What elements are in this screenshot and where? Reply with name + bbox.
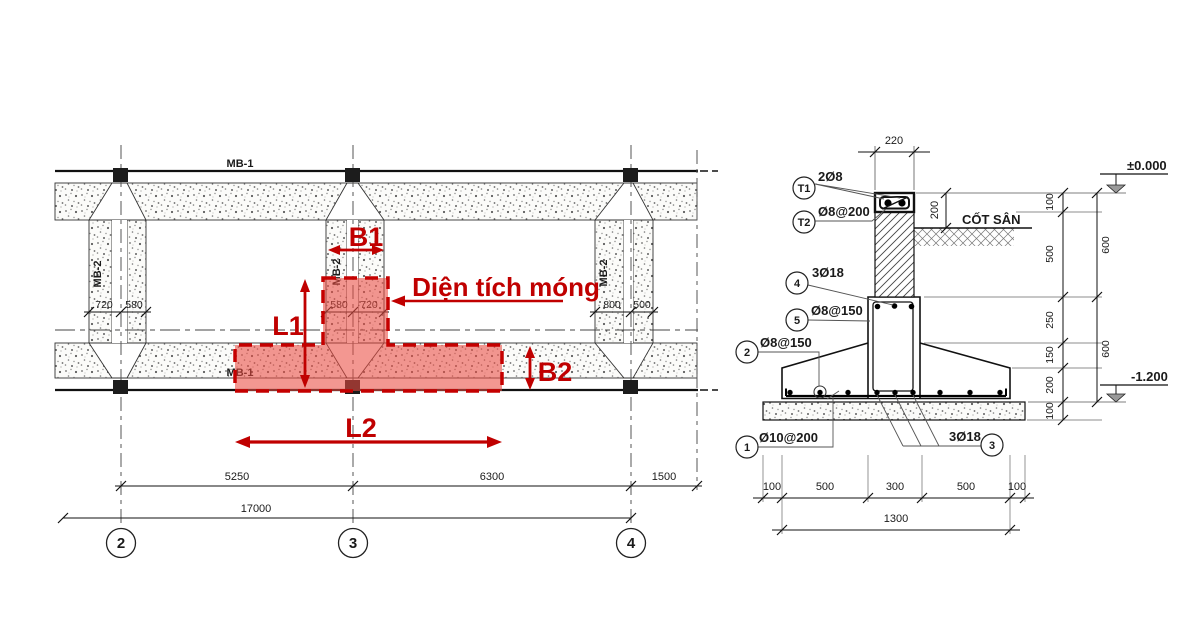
right-dim-chains: 100 500 250 150 200 100 600 600 (924, 187, 1112, 426)
dim-span-1500: 1500 (652, 471, 676, 483)
label-o8-150-bottom: Ø8@150 (760, 335, 812, 350)
bubble-t1: T1 (798, 183, 811, 195)
plan-strip-label-3: MB-2 (598, 260, 610, 287)
dim-220-text: 220 (885, 135, 903, 147)
b2-arrow (525, 346, 535, 390)
bubble-4: 4 (794, 278, 801, 290)
bubble-2: 2 (744, 347, 750, 359)
red-annotations: B1 L1 Diện tích móng B2 L2 (235, 222, 600, 448)
grid-bubble-4: 4 (627, 535, 636, 552)
rebar-callout-ring (813, 385, 827, 399)
dim-r-200: 200 (1044, 376, 1056, 394)
dim-580-g2: 580 (125, 299, 143, 311)
level-top-text: ±0.000 (1127, 158, 1167, 173)
dim-r-150: 150 (1044, 346, 1056, 364)
annotation-area-label: Diện tích móng (412, 272, 600, 302)
grid-bubble-3: 3 (349, 535, 357, 552)
l1-arrow (300, 279, 310, 388)
dim-b-500b: 500 (957, 481, 975, 493)
bubble-3: 3 (989, 440, 995, 452)
dim-r-100a: 100 (1044, 193, 1056, 211)
dim-total-17000: 17000 (241, 503, 272, 515)
dim-span-6300: 6300 (480, 471, 504, 483)
grid-bubble-2: 2 (117, 535, 125, 552)
dim-720-g2: 720 (95, 299, 113, 311)
section-bottom-dims: 100 500 300 500 100 1300 (753, 455, 1034, 536)
dim-r-600b: 600 (1100, 340, 1112, 358)
label-o8-200: Ø8@200 (818, 204, 870, 219)
pedestal-outline (867, 296, 921, 398)
dim-r-500: 500 (1044, 245, 1056, 263)
ground-label: CỐT SÂN (962, 212, 1021, 227)
annotation-l1: L1 (272, 311, 304, 341)
dim-b-100b: 100 (1008, 481, 1026, 493)
dim-r-100b: 100 (1044, 402, 1056, 420)
pedestal-rebar-dots (874, 303, 915, 310)
label-o10-200: Ø10@200 (759, 430, 818, 445)
dim-depth-200: 200 (929, 187, 952, 234)
callout-leaders (758, 183, 981, 448)
plan-span-dimensions: 5250 6300 1500 17000 (57, 471, 703, 524)
ground-hatch (914, 228, 1014, 246)
lean-concrete (762, 401, 1026, 421)
dim-b-1300: 1300 (884, 513, 908, 525)
red-area-overlay (233, 276, 504, 393)
b1-arrow (328, 245, 384, 255)
grid-bubbles: 2 3 4 (105, 527, 647, 559)
level-marker-top: ±0.000 (1100, 158, 1168, 194)
bubble-5: 5 (794, 315, 800, 327)
wall-line-extensions (700, 170, 718, 391)
label-2o8: 2Ø8 (818, 169, 843, 184)
dim-500-g4: 500 (633, 299, 651, 311)
footing-bottom-rebar (785, 385, 1007, 399)
dim-b-300: 300 (886, 481, 904, 493)
dim-b-100a: 100 (763, 481, 781, 493)
dim-200-text: 200 (929, 201, 941, 219)
dim-top-220: 220 (858, 135, 930, 190)
level-bottom-text: -1.200 (1131, 369, 1168, 384)
grid-center-lines (120, 145, 698, 528)
area-arrow (391, 295, 563, 307)
bubble-t2: T2 (798, 217, 811, 229)
label-o8-150-pedestal: Ø8@150 (811, 303, 863, 318)
plan-strip-label-1: MB-2 (92, 261, 104, 288)
annotation-b1: B1 (349, 222, 384, 252)
section-view: T1 2Ø8 T2 Ø8@200 4 3Ø18 5 Ø8@150 2 Ø8@15… (735, 135, 1168, 536)
tie-beam (873, 191, 916, 214)
annotation-l2: L2 (345, 413, 377, 443)
bubble-1: 1 (744, 442, 750, 454)
label-3o18-bottom: 3Ø18 (949, 429, 981, 444)
dim-b-500a: 500 (816, 481, 834, 493)
dim-span-5250: 5250 (225, 471, 249, 483)
annotation-b2: B2 (538, 357, 573, 387)
level-marker-bottom: -1.200 (1100, 369, 1168, 403)
l2-arrow (235, 436, 502, 448)
wall-hatched (874, 211, 915, 298)
plan-view: MB-1 MB-1 MB-2 MB-2 MB-2 720 580 580 720… (54, 145, 718, 559)
label-3o18-top: 3Ø18 (812, 265, 844, 280)
plan-beam-label-top: MB-1 (227, 158, 254, 170)
dim-800-g4: 800 (603, 299, 621, 311)
callouts: T1 2Ø8 T2 Ø8@200 4 3Ø18 5 Ø8@150 2 Ø8@15… (735, 169, 1004, 459)
dim-r-250: 250 (1044, 311, 1056, 329)
dim-r-600a: 600 (1100, 236, 1112, 254)
